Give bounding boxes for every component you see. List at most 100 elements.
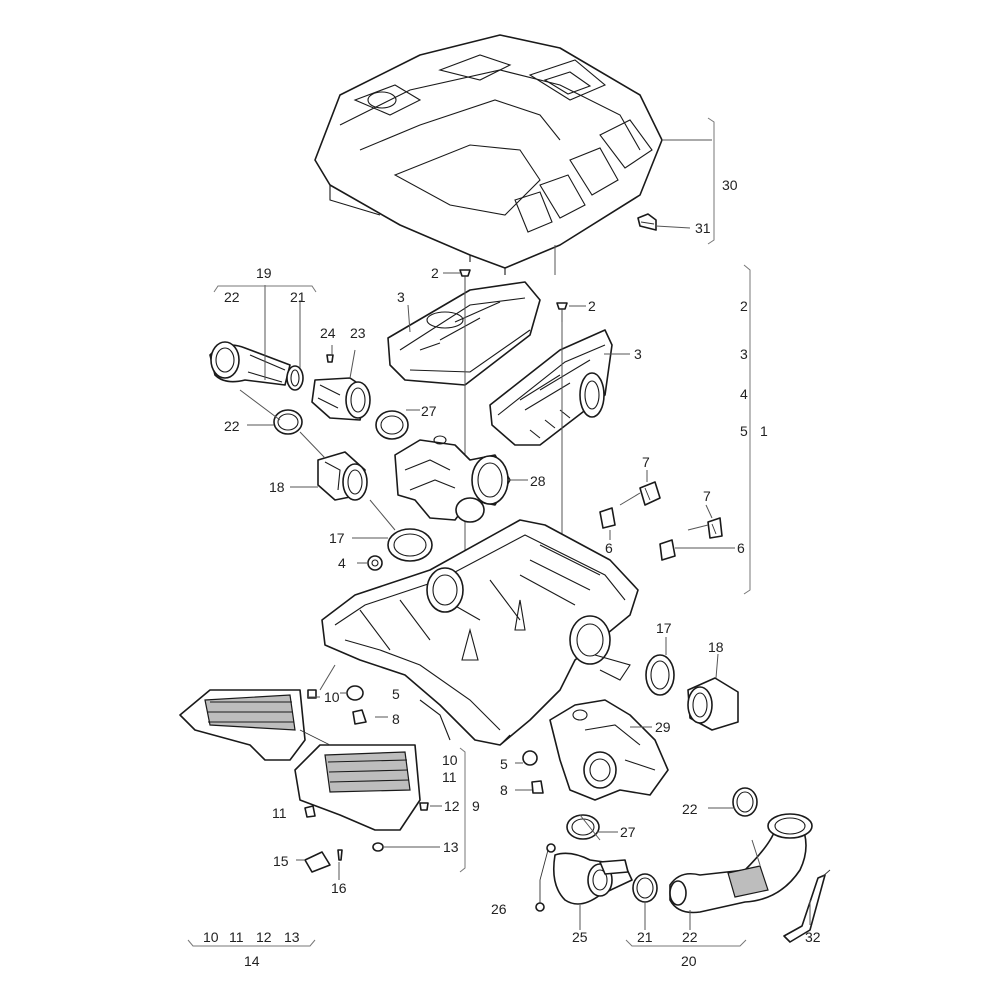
label-19: 19 bbox=[256, 265, 272, 281]
left-intake-hose bbox=[209, 341, 291, 386]
label-32: 32 bbox=[805, 929, 821, 945]
bracket-6a bbox=[599, 507, 616, 529]
clip-13 bbox=[372, 842, 384, 852]
label-22c: 22 bbox=[682, 801, 698, 817]
label-5a: 5 bbox=[392, 686, 400, 702]
label-5b: 5 bbox=[500, 756, 508, 772]
intake-manifold bbox=[321, 519, 639, 746]
label-28: 28 bbox=[530, 473, 546, 489]
bracket-6b bbox=[659, 539, 676, 561]
label-b13: 13 bbox=[284, 929, 300, 945]
screw-12 bbox=[419, 802, 429, 811]
grommet-5b bbox=[522, 750, 538, 766]
label-30: 30 bbox=[722, 177, 738, 193]
label-7b: 7 bbox=[703, 488, 711, 504]
label-10a: 10 bbox=[324, 689, 340, 705]
nut-10a bbox=[307, 689, 317, 699]
label-8b: 8 bbox=[500, 782, 508, 798]
label-12: 12 bbox=[444, 798, 460, 814]
label-b11: 11 bbox=[229, 929, 244, 945]
label-b12: 12 bbox=[256, 929, 272, 945]
label-31: 31 bbox=[695, 220, 711, 236]
intake-hose-20 bbox=[669, 813, 813, 914]
label-r1: 1 bbox=[760, 423, 768, 439]
sensor-26 bbox=[535, 843, 556, 912]
air-mass-meter-18b bbox=[687, 677, 739, 731]
seal-ring-22b bbox=[273, 409, 303, 435]
seal-ring-27b bbox=[566, 814, 600, 840]
label-2b: 2 bbox=[588, 298, 596, 314]
seal-ring-17a bbox=[387, 528, 433, 562]
label-r5: 5 bbox=[740, 423, 748, 439]
pipe-23 bbox=[311, 377, 371, 421]
label-29: 29 bbox=[655, 719, 671, 735]
label-r2: 2 bbox=[740, 298, 748, 314]
air-mass-meter-18a bbox=[317, 451, 368, 501]
label-17b: 17 bbox=[656, 620, 672, 636]
charge-air-duct-left bbox=[179, 689, 306, 761]
label-20: 20 bbox=[681, 953, 697, 969]
label-21a: 21 bbox=[290, 289, 306, 305]
engine-cover bbox=[314, 34, 663, 275]
hose-clamp-21a bbox=[286, 365, 304, 391]
callout-labels: 30 31 2 2 3 3 2 3 4 5 1 19 22 21 24 23 2… bbox=[203, 177, 821, 969]
label-r3: 3 bbox=[740, 346, 748, 362]
right-air-filter-housing bbox=[489, 329, 613, 446]
seal-ring-27a bbox=[375, 410, 409, 440]
label-27a: 27 bbox=[421, 403, 437, 419]
screw-right bbox=[556, 302, 568, 322]
label-10b: 10 bbox=[442, 752, 458, 768]
label-11b: 11 bbox=[272, 805, 287, 821]
pin-16 bbox=[337, 849, 343, 861]
bracket-7b bbox=[707, 517, 723, 539]
label-4: 4 bbox=[338, 555, 346, 571]
breather-pipe-32 bbox=[783, 869, 831, 943]
seal-ring-17b bbox=[645, 654, 675, 696]
label-21b: 21 bbox=[637, 929, 653, 945]
clip-8b bbox=[531, 780, 544, 794]
label-r4: 4 bbox=[740, 386, 748, 402]
label-16: 16 bbox=[331, 880, 347, 896]
seal-ring-22c bbox=[732, 787, 758, 817]
label-15: 15 bbox=[273, 853, 289, 869]
cover-clip bbox=[637, 213, 657, 231]
turbocharger-29 bbox=[549, 699, 669, 801]
label-18b: 18 bbox=[708, 639, 724, 655]
turbocharger-28 bbox=[394, 435, 511, 523]
label-18a: 18 bbox=[269, 479, 285, 495]
label-22b: 22 bbox=[224, 418, 240, 434]
label-26: 26 bbox=[491, 901, 507, 917]
label-7a: 7 bbox=[642, 454, 650, 470]
label-3a: 3 bbox=[397, 289, 405, 305]
label-6b: 6 bbox=[737, 540, 745, 556]
grommet-5a bbox=[346, 685, 364, 701]
label-25: 25 bbox=[572, 929, 588, 945]
sensor-24 bbox=[326, 354, 334, 363]
label-3b: 3 bbox=[634, 346, 642, 362]
screw-left bbox=[459, 269, 471, 290]
charge-air-duct-right bbox=[294, 744, 421, 831]
label-9: 9 bbox=[472, 798, 480, 814]
hose-clamp-21b bbox=[632, 873, 658, 903]
label-8a: 8 bbox=[392, 711, 400, 727]
label-b10: 10 bbox=[203, 929, 219, 945]
label-11a: 11 bbox=[442, 769, 457, 785]
label-6a: 6 bbox=[605, 540, 613, 556]
clip-11b bbox=[304, 805, 316, 818]
bracket-7a bbox=[639, 481, 661, 506]
label-22d: 22 bbox=[682, 929, 698, 945]
pipe-25 bbox=[552, 852, 633, 905]
label-24: 24 bbox=[320, 325, 336, 341]
left-air-filter-housing bbox=[387, 281, 541, 386]
label-13: 13 bbox=[443, 839, 459, 855]
label-2a: 2 bbox=[431, 265, 439, 281]
label-22a: 22 bbox=[224, 289, 240, 305]
label-27b: 27 bbox=[620, 824, 636, 840]
label-23: 23 bbox=[350, 325, 366, 341]
label-17a: 17 bbox=[329, 530, 345, 546]
label-14: 14 bbox=[244, 953, 260, 969]
clip-8a bbox=[352, 709, 367, 725]
bracket-15 bbox=[304, 851, 331, 873]
